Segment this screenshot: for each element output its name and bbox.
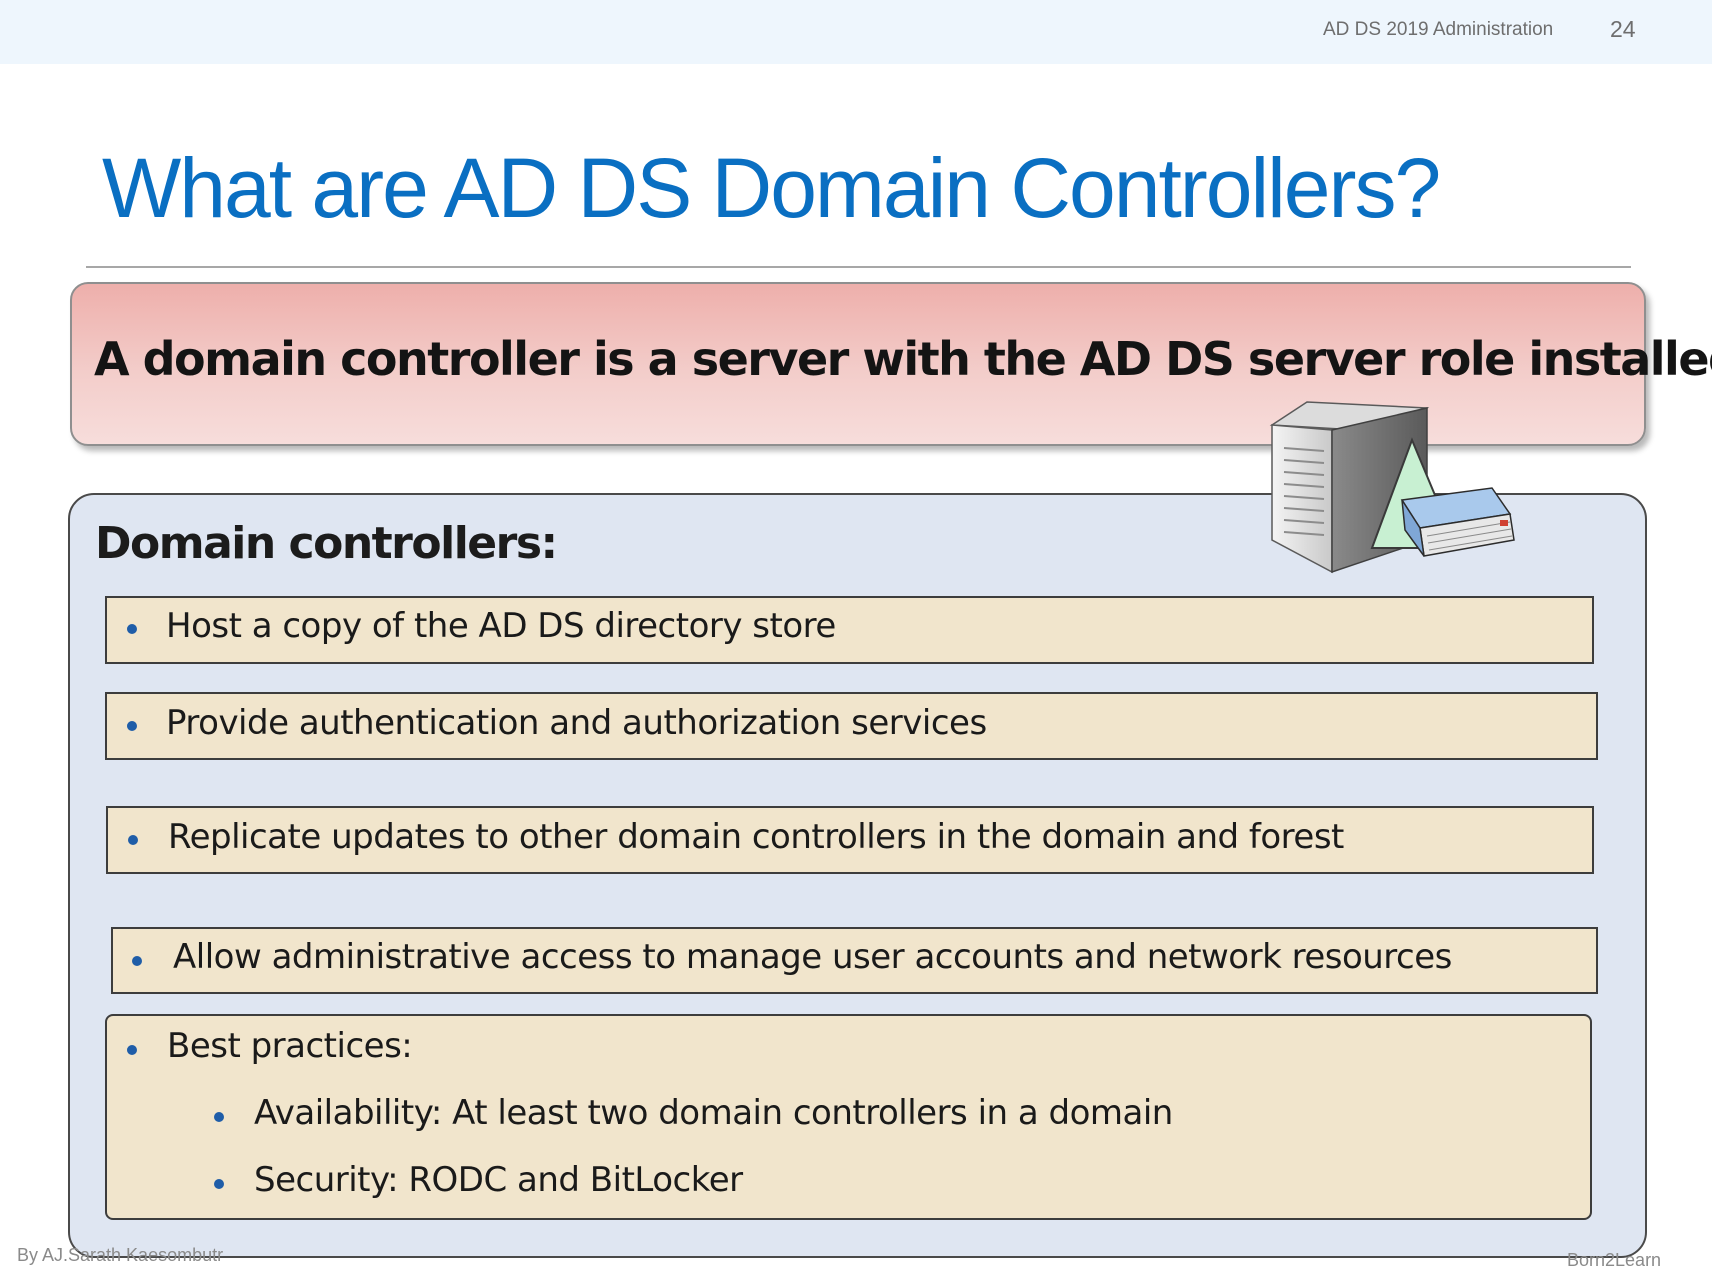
bullet-icon: [127, 1045, 137, 1055]
bullet-icon: [128, 835, 138, 845]
bullet-icon: [127, 624, 137, 634]
domain-controllers-heading: Domain controllers:: [95, 518, 558, 569]
list-item: [105, 692, 1598, 760]
list-item: [111, 927, 1598, 994]
best-practice-availability: Availability: At least two domain contro…: [254, 1093, 1173, 1133]
list-item-text: Replicate updates to other domain contro…: [168, 817, 1344, 857]
list-item-text: Provide authentication and authorization…: [166, 703, 987, 743]
bullet-icon: [127, 721, 137, 731]
title-divider: [86, 266, 1631, 268]
course-title: AD DS 2019 Administration: [1323, 19, 1554, 40]
server-directory-icon: [1269, 401, 1515, 574]
footer-author: By AJ.Sarath Kaesombutr: [17, 1245, 224, 1265]
definition-text: A domain controller is a server with the…: [94, 332, 1712, 386]
sub-bullet-icon: [214, 1179, 224, 1189]
header-bar: [0, 0, 1712, 64]
sub-bullet-icon: [214, 1112, 224, 1122]
best-practices-box: [105, 1014, 1592, 1220]
slide-title: What are AD DS Domain Controllers?: [102, 141, 1441, 235]
list-item-text: Allow administrative access to manage us…: [173, 937, 1452, 977]
footer-brand: Born2Learn: [1567, 1250, 1662, 1270]
list-item-text: Host a copy of the AD DS directory store: [166, 606, 836, 646]
page-number: 24: [1610, 16, 1636, 42]
best-practices-label: Best practices:: [167, 1026, 413, 1066]
best-practice-security: Security: RODC and BitLocker: [254, 1160, 743, 1200]
bullet-icon: [132, 956, 142, 966]
list-item: [106, 806, 1594, 874]
list-item: [105, 596, 1594, 664]
